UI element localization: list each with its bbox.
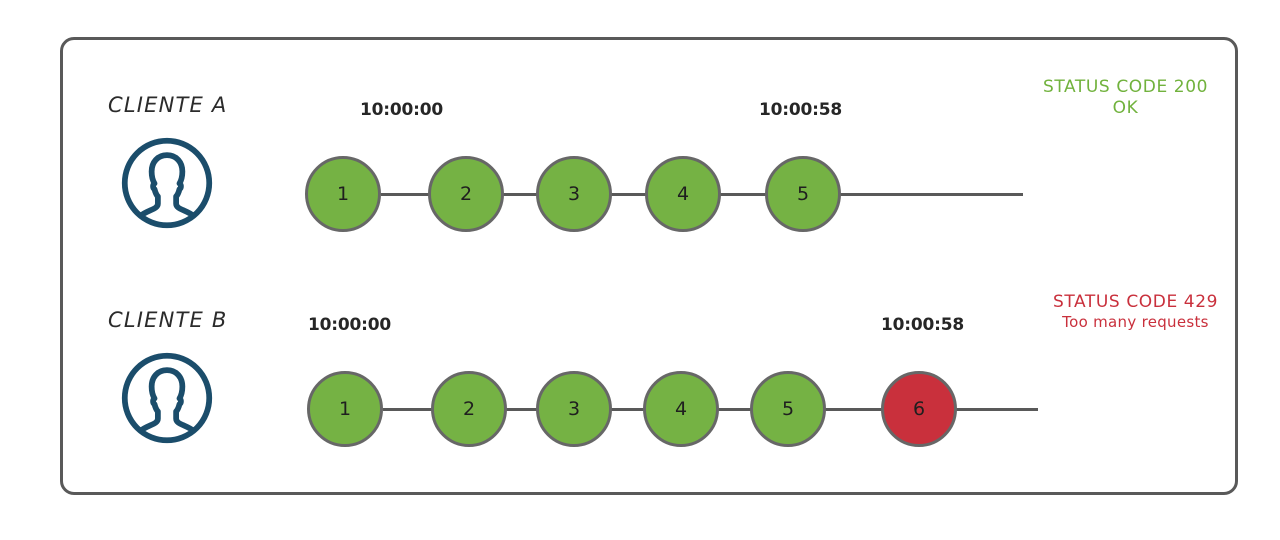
request-node-blocked[interactable]: 6 <box>881 371 957 447</box>
request-track-a: 1 2 3 4 5 <box>63 145 1241 245</box>
request-node[interactable]: 3 <box>536 371 612 447</box>
request-node[interactable]: 4 <box>645 156 721 232</box>
status-code-text: STATUS CODE 429 <box>1052 292 1219 312</box>
timestamp-start-a: 10:00:00 <box>360 100 443 120</box>
client-a-label: CLIENTE A <box>108 93 228 117</box>
user-avatar-icon <box>119 350 215 446</box>
request-node[interactable]: 1 <box>307 371 383 447</box>
request-node[interactable]: 1 <box>305 156 381 232</box>
client-row-b: CLIENTE B 10:00:00 10:00:58 1 2 <box>63 270 1241 480</box>
request-node[interactable]: 2 <box>431 371 507 447</box>
client-b-label: CLIENTE B <box>108 308 228 332</box>
request-node[interactable]: 5 <box>765 156 841 232</box>
user-avatar-icon <box>119 135 215 231</box>
status-detail-text: Too many requests <box>1062 313 1209 332</box>
status-code-text: STATUS CODE 200 <box>1042 77 1209 97</box>
status-message-b: STATUS CODE 429 Too many requests <box>1028 292 1243 332</box>
request-node[interactable]: 2 <box>428 156 504 232</box>
diagram-frame: CLIENTE A 10:00:00 10:00:58 1 2 <box>60 37 1238 495</box>
timestamp-start-b: 10:00:00 <box>308 315 391 335</box>
request-node[interactable]: 3 <box>536 156 612 232</box>
status-detail-text: OK <box>1112 98 1139 119</box>
timestamp-end-b: 10:00:58 <box>881 315 964 335</box>
request-node[interactable]: 4 <box>643 371 719 447</box>
client-row-a: CLIENTE A 10:00:00 10:00:58 1 2 <box>63 55 1241 265</box>
status-message-a: STATUS CODE 200 OK <box>1018 77 1233 120</box>
request-track-b: 1 2 3 4 5 6 <box>63 360 1241 460</box>
timestamp-end-a: 10:00:58 <box>759 100 842 120</box>
request-node[interactable]: 5 <box>750 371 826 447</box>
